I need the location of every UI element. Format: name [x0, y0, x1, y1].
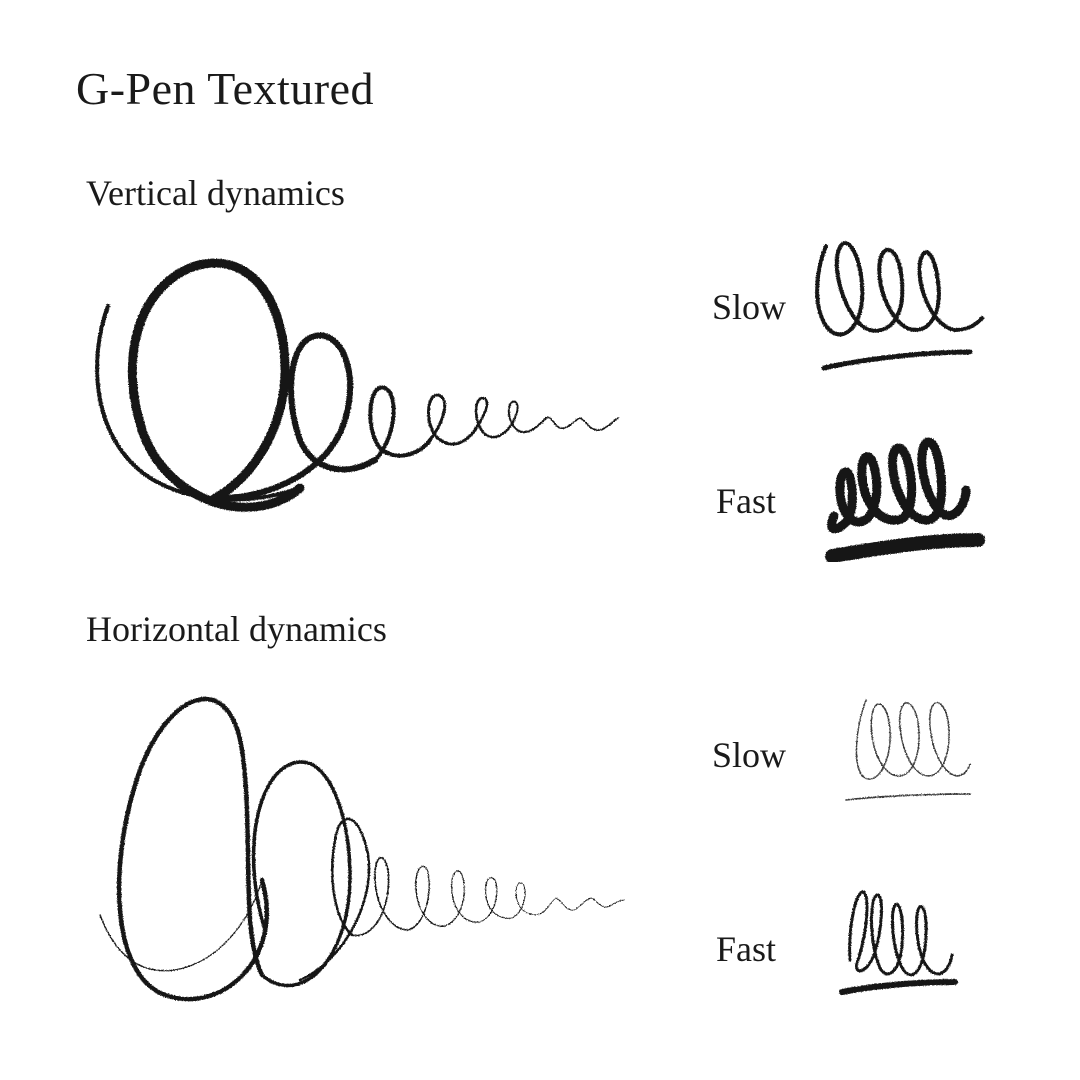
vertical-dynamics-heading: Vertical dynamics — [86, 173, 345, 213]
vertical-dynamics-spiral — [95, 258, 619, 512]
horizontal-fast-sample — [839, 890, 958, 995]
vertical-slow-label: Slow — [712, 287, 787, 327]
horizontal-dynamics-heading: Horizontal dynamics — [86, 609, 387, 649]
horizontal-slow-label: Slow — [712, 735, 787, 775]
horizontal-dynamics-spiral — [99, 696, 625, 1002]
horizontal-fast-label: Fast — [716, 929, 777, 969]
vertical-fast-sample — [825, 437, 985, 563]
vertical-slow-sample — [815, 241, 984, 371]
vertical-fast-label: Fast — [716, 481, 777, 521]
horizontal-slow-sample — [845, 699, 971, 801]
page-title: G-Pen Textured — [76, 63, 375, 114]
